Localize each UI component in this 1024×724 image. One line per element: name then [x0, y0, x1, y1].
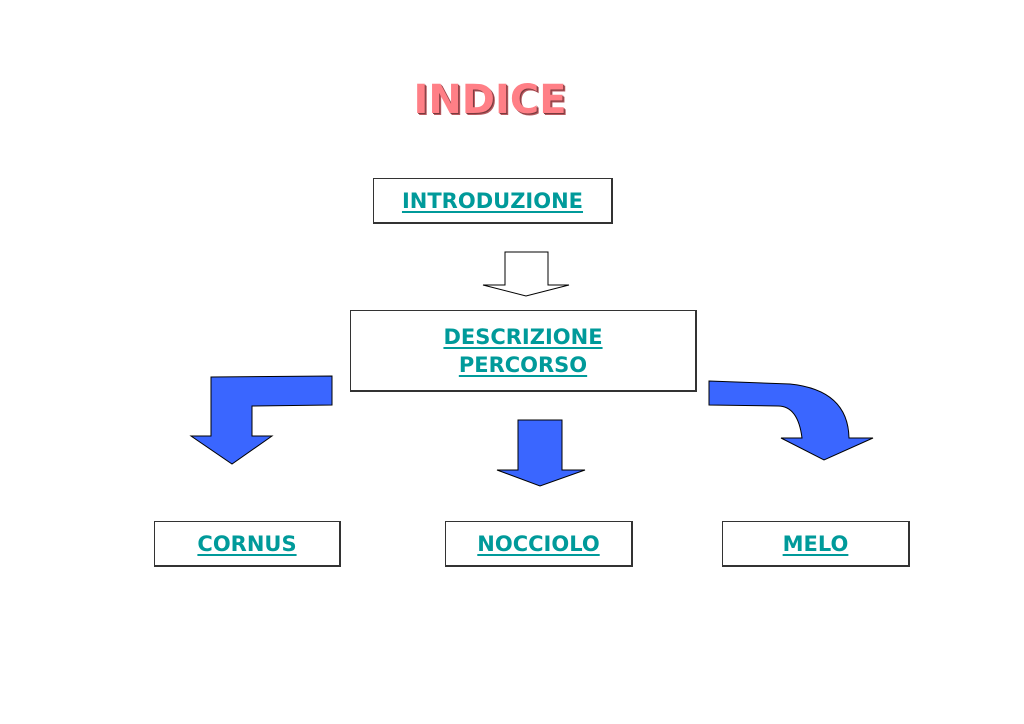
- nocciolo-link[interactable]: NOCCIOLO: [477, 531, 600, 556]
- melo-box: MELO: [722, 521, 910, 567]
- descrizione-percorso-box: DESCRIZIONE PERCORSO: [350, 310, 697, 392]
- down-arrow-outline-icon: [482, 251, 570, 297]
- descrizione-link[interactable]: DESCRIZIONE: [443, 324, 603, 349]
- curved-arrow-right-icon: [708, 380, 874, 461]
- introduzione-link[interactable]: INTRODUZIONE: [401, 188, 584, 213]
- melo-link[interactable]: MELO: [782, 531, 849, 556]
- down-arrow-icon: [496, 419, 586, 487]
- percorso-link[interactable]: PERCORSO: [458, 352, 588, 377]
- cornus-link[interactable]: CORNUS: [197, 531, 297, 556]
- descrizione-percorso-link-group: DESCRIZIONE PERCORSO: [443, 323, 602, 379]
- page-title: INDICE: [413, 77, 567, 123]
- nocciolo-box: NOCCIOLO: [445, 521, 633, 567]
- cornus-box: CORNUS: [154, 521, 341, 567]
- introduzione-box: INTRODUZIONE: [373, 178, 613, 224]
- bent-arrow-left-icon: [189, 375, 333, 465]
